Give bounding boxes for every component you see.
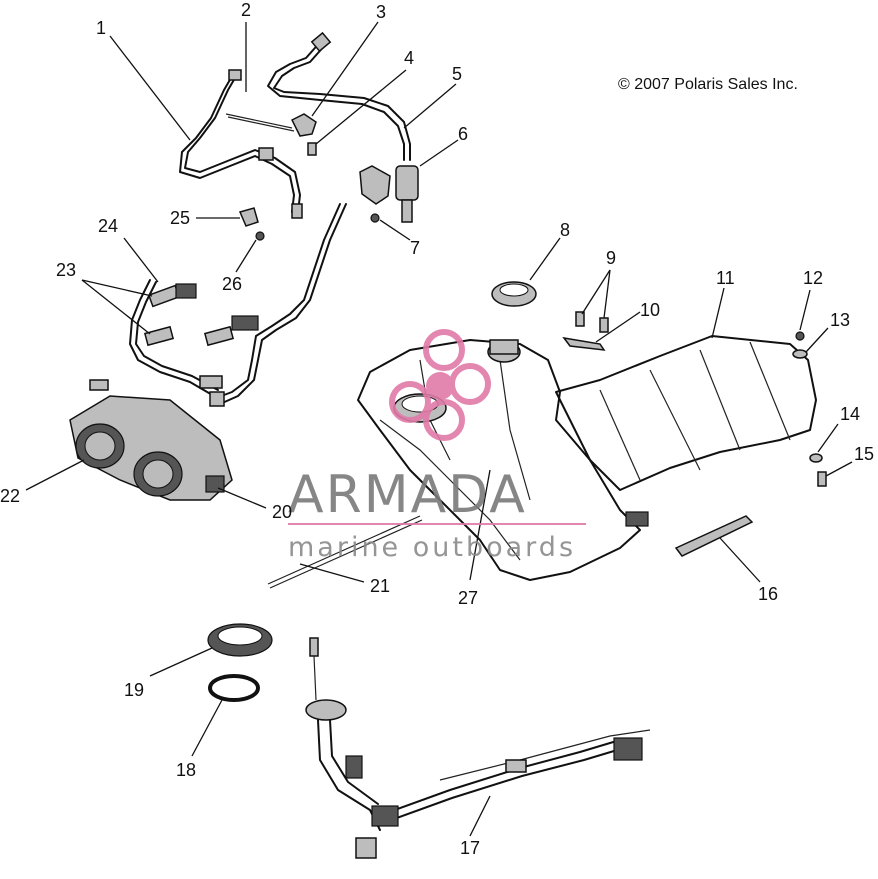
callout-14: 14: [840, 404, 860, 424]
callout-2: 2: [241, 0, 251, 20]
clamp-3: [290, 113, 317, 137]
callout-17: 17: [460, 838, 480, 858]
callout-12: 12: [803, 268, 823, 288]
hardware-12-15: [792, 331, 827, 487]
callout-21: 21: [370, 576, 390, 596]
screws-9: [575, 311, 609, 333]
watermark: ARMADA marine outboards: [288, 329, 586, 563]
callout-26: 26: [222, 274, 242, 294]
fuel-cap-8: [491, 281, 537, 307]
plate-10: [562, 336, 606, 351]
watermark-title: ARMADA: [288, 465, 527, 525]
callout-8: 8: [560, 220, 570, 240]
copyright-text: © 2007 Polaris Sales Inc.: [618, 76, 798, 93]
callout-23: 23: [56, 260, 76, 280]
vent-line-5: [267, 31, 411, 161]
fuel-tank-27: [357, 339, 649, 581]
clamp-25: [238, 207, 259, 227]
gasket-18: [208, 674, 260, 702]
callout-18: 18: [176, 760, 196, 780]
callout-25: 25: [170, 208, 190, 228]
callout-7: 7: [410, 238, 420, 258]
callout-9: 9: [606, 248, 616, 268]
callout-1: 1: [96, 18, 106, 38]
screw-4: [307, 142, 317, 156]
watermark-logo: [389, 329, 491, 441]
callout-16: 16: [758, 584, 778, 604]
callout-20: 20: [272, 502, 292, 522]
fuel-filter-6: [395, 165, 419, 223]
callout-27: 27: [458, 588, 478, 608]
fuel-line-1: [179, 69, 303, 219]
callout-13: 13: [830, 310, 850, 330]
throttle-body-22: [69, 379, 233, 501]
callout-11: 11: [716, 268, 735, 288]
callout-3: 3: [376, 2, 386, 22]
callout-10: 10: [640, 300, 660, 320]
injectors-23: [143, 283, 259, 389]
screw-26: [255, 231, 265, 241]
bracket-7-assembly: [359, 165, 391, 223]
callout-5: 5: [452, 64, 462, 84]
callout-19: 19: [124, 680, 144, 700]
lock-ring-19: [207, 623, 273, 657]
fuel-rail-hose: [129, 203, 347, 407]
callout-24: 24: [98, 216, 118, 236]
watermark-subtitle: marine outboards: [288, 532, 576, 563]
callout-22: 22: [0, 486, 20, 506]
callout-4: 4: [404, 48, 414, 68]
wire-2: [225, 113, 295, 132]
callout-labels: 1 2 3 4 5 6 7 8 9 10 11 12 13 14 15 16 1…: [0, 0, 874, 858]
fuel-pump-17: [305, 637, 651, 859]
callout-15: 15: [854, 444, 874, 464]
callout-6: 6: [458, 124, 468, 144]
rod-21: [267, 515, 423, 589]
seat-pan-11: [555, 335, 817, 491]
strip-16: [674, 515, 754, 557]
